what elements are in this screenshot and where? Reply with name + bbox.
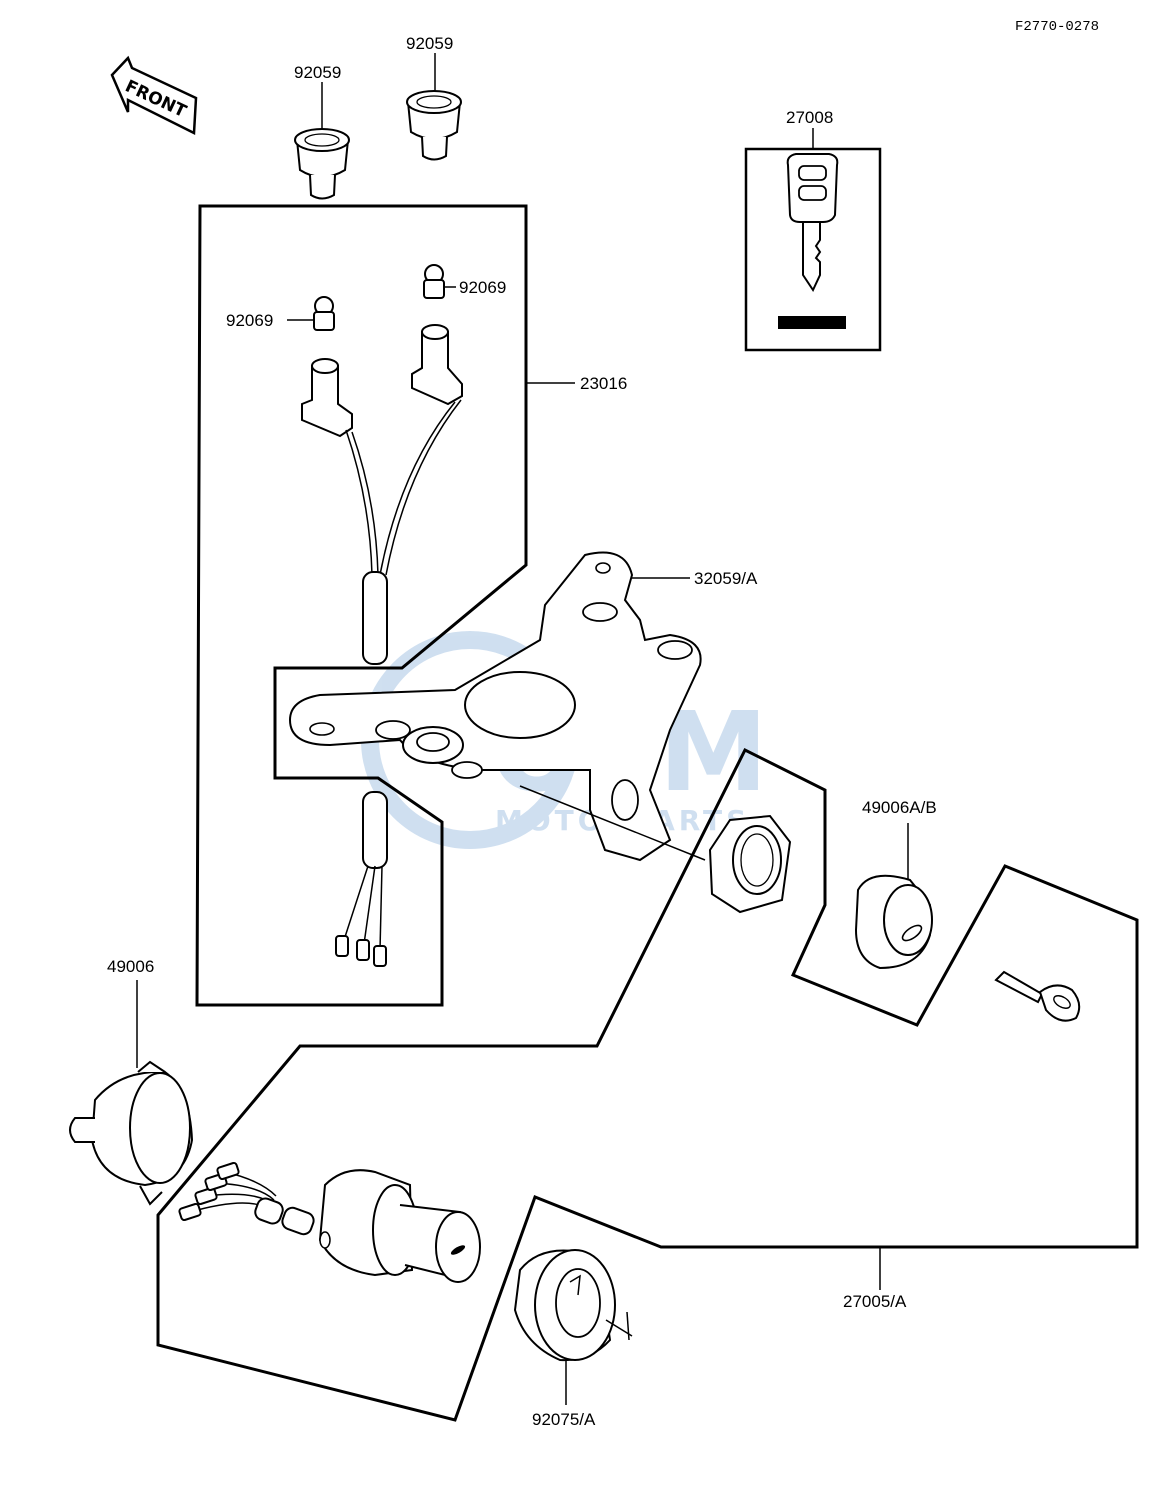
ignition-switch [178, 1161, 481, 1283]
label-92075: 92075/A [532, 1410, 596, 1429]
harness-connectors [335, 865, 387, 967]
socket-right [411, 324, 463, 406]
diagram-code: F2770-0278 [1015, 19, 1099, 35]
bulb-92069-left [313, 296, 335, 331]
cap-49006ab [854, 874, 933, 970]
grommet-92059-left [294, 128, 350, 200]
harness-tube-upper [362, 571, 388, 665]
harness-group-outline [195, 204, 528, 1007]
wire-left-2 [351, 431, 379, 576]
wire-left [345, 429, 373, 576]
socket-left [301, 358, 353, 438]
label-92069-left: 92069 [226, 311, 273, 330]
cover-49006 [69, 1060, 194, 1206]
harness-tube-lower [362, 791, 388, 869]
front-arrow: FRONT [110, 55, 198, 135]
nut-axis [519, 785, 706, 861]
bracket-32059 [288, 551, 702, 862]
key-27008 [786, 153, 839, 293]
key-card-tag [778, 316, 846, 329]
label-27005: 27005/A [843, 1292, 907, 1311]
label-49006ab: 49006A/B [862, 798, 937, 817]
switch-group-outline [156, 747, 1139, 1422]
label-27008: 27008 [786, 108, 833, 127]
bulb-92069-right [423, 264, 445, 299]
grommet-92059-right [406, 90, 462, 161]
label-92059-left: 92059 [294, 63, 341, 82]
nut [708, 814, 792, 914]
label-92059-right: 92059 [406, 34, 453, 53]
ring-axis [605, 1319, 633, 1337]
ignition-key [994, 970, 1081, 1022]
wire-right [379, 401, 456, 576]
wire-right-2 [385, 399, 462, 576]
label-49006: 49006 [107, 957, 154, 976]
ring-axis-tick [626, 1311, 630, 1341]
ring-92075 [513, 1249, 616, 1362]
label-23016: 23016 [580, 374, 627, 393]
label-32059: 32059/A [694, 569, 758, 588]
label-92069-right: 92069 [459, 278, 506, 297]
